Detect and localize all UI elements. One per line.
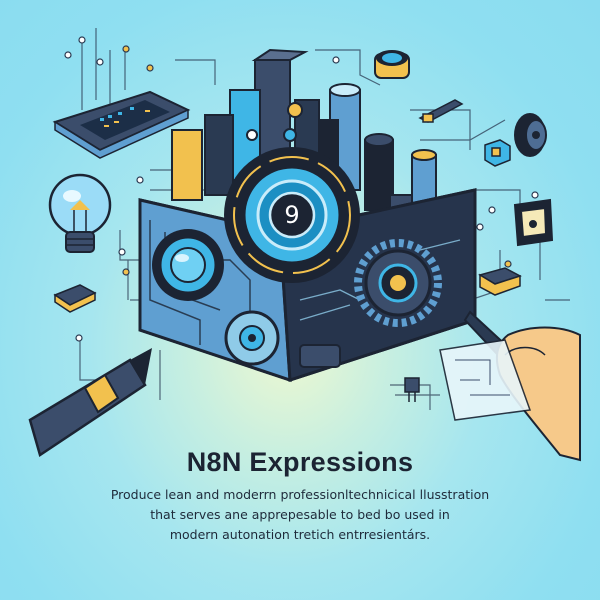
description-line: that serves ane apprepesable to bed bo u… (150, 507, 450, 522)
pen-tool-left (28, 348, 152, 457)
bottom-gear (224, 310, 280, 366)
display-square (513, 198, 554, 247)
right-gear (354, 239, 442, 327)
left-gear (152, 229, 224, 301)
illustration-description: Produce lean and moderrn professionltech… (60, 485, 540, 545)
module-box (484, 139, 511, 167)
slider-component (418, 99, 464, 123)
right-speaker (514, 113, 547, 157)
tablet-device (52, 90, 191, 159)
capacitor-component (404, 377, 420, 402)
description-line: Produce lean and moderrn professionltech… (110, 487, 490, 502)
circuit-traces (79, 28, 570, 410)
central-dial: 9 (224, 147, 360, 283)
sensor-component (374, 50, 410, 79)
central-machine-box: 9 (138, 48, 477, 383)
light-bulb-icon (48, 173, 112, 253)
chip-component (53, 284, 97, 313)
hand-with-pen (439, 310, 581, 462)
chip-component-right (478, 267, 522, 296)
illustration-title: N8N Expressions (186, 447, 414, 477)
trace-nodes (64, 36, 539, 342)
description-line: modern autonation tretich entrresientárs… (169, 527, 431, 542)
dial-digit: 9 (284, 201, 299, 229)
